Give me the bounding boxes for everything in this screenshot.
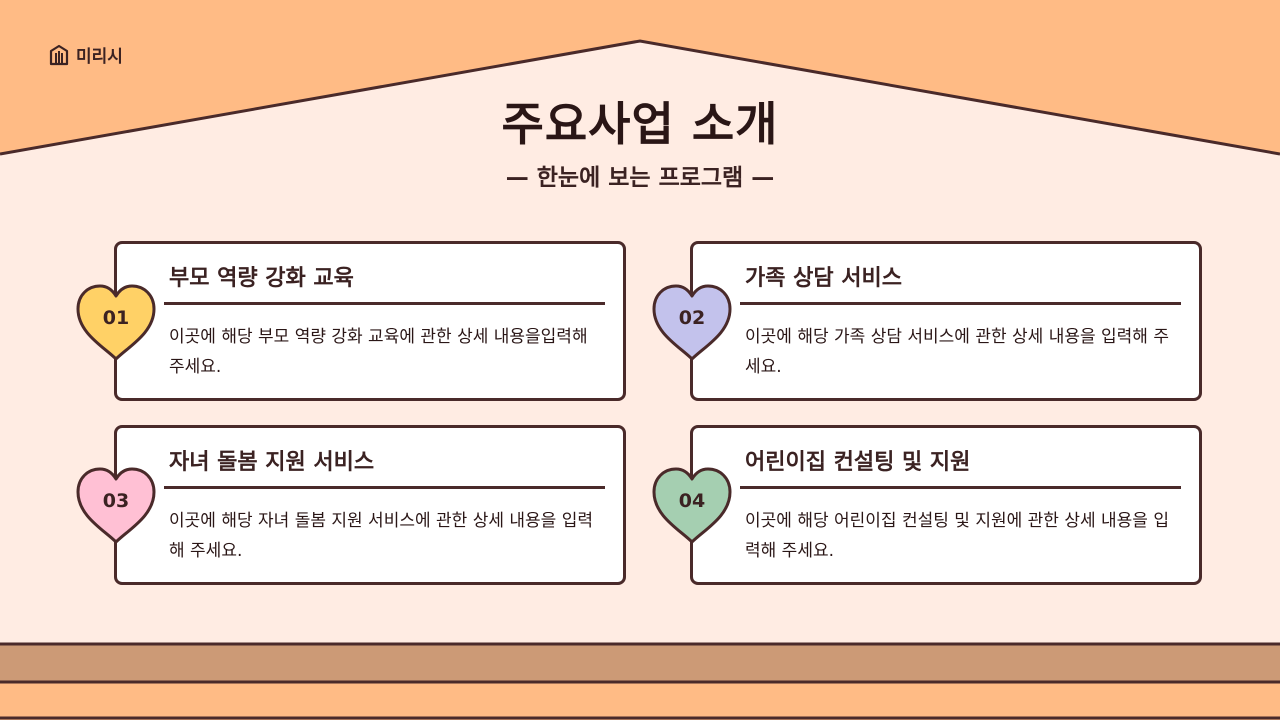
program-number: 04 (678, 490, 706, 512)
card-divider (164, 302, 605, 305)
card-divider (740, 486, 1181, 489)
program-card: 자녀 돌봄 지원 서비스 이곳에 해당 자녀 돌봄 지원 서비스에 관한 상세 … (114, 425, 626, 585)
page-title: 주요사업 소개 (501, 97, 779, 151)
program-card: 부모 역량 강화 교육 이곳에 해당 부모 역량 강화 교육에 관한 상세 내용… (114, 241, 626, 401)
heart-badge: 01 (74, 283, 158, 363)
heart-badge: 02 (650, 283, 734, 363)
program-card: 가족 상담 서비스 이곳에 해당 가족 상담 서비스에 관한 상세 내용을 입력… (690, 241, 1202, 401)
roof-line (0, 39, 1280, 156)
roof-shape (0, 0, 1280, 154)
program-description: 이곳에 해당 가족 상담 서비스에 관한 상세 내용을 입력해 주세요. (745, 327, 1169, 377)
program-title: 어린이집 컨설팅 및 지원 (745, 450, 971, 475)
program-number: 03 (102, 490, 130, 512)
logo: 미리시 (48, 42, 123, 67)
card-divider (740, 302, 1181, 305)
program-description: 이곳에 해당 부모 역량 강화 교육에 관한 상세 내용을입력해 주세요. (169, 327, 588, 377)
program-description: 이곳에 해당 자녀 돌봄 지원 서비스에 관한 상세 내용을 입력해 주세요. (169, 511, 593, 561)
program-title: 부모 역량 강화 교육 (169, 266, 354, 291)
heart-badge: 03 (74, 466, 158, 546)
heart-icon (76, 467, 156, 544)
heart-icon (652, 467, 732, 544)
program-number: 01 (102, 307, 130, 329)
program-title: 자녀 돌봄 지원 서비스 (169, 450, 375, 475)
heart-badge: 04 (650, 466, 734, 546)
program-number: 02 (678, 307, 706, 329)
program-title: 가족 상담 서비스 (745, 266, 902, 291)
page-subtitle: — 한눈에 보는 프로그램 — (505, 165, 775, 191)
card-divider (164, 486, 605, 489)
heart-icon (652, 284, 732, 361)
program-description: 이곳에 해당 어린이집 컨설팅 및 지원에 관한 상세 내용을 입력해 주세요. (745, 511, 1169, 561)
floor-bottom (0, 682, 1280, 720)
program-card: 어린이집 컨설팅 및 지원 이곳에 해당 어린이집 컨설팅 및 지원에 관한 상… (690, 425, 1202, 585)
heart-icon (76, 284, 156, 361)
logo-text: 미리시 (76, 47, 123, 67)
floor-band (0, 644, 1280, 682)
building-icon (49, 44, 69, 65)
